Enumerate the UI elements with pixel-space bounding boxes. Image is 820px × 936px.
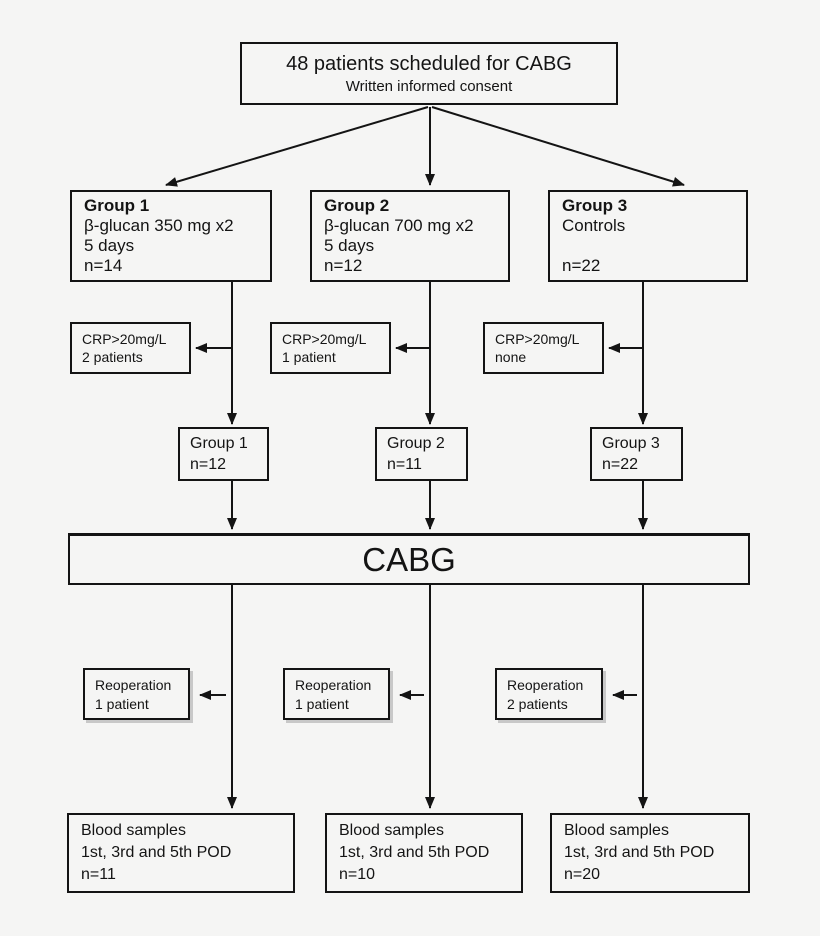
blood-3-label: Blood samples: [564, 822, 669, 839]
crp-3-count: none: [495, 349, 527, 365]
post-group-1-title: Group 1: [190, 435, 248, 452]
cabg-banner: CABG: [68, 533, 750, 585]
group-3-box: Group 3 Controls n=22: [548, 190, 748, 282]
group-2-title: Group 2: [324, 196, 390, 215]
group-2-box: Group 2 β-glucan 700 mg x2 5 days n=12: [310, 190, 510, 282]
crp-2-criterion: CRP>20mg/L: [282, 331, 367, 347]
post-group-1-n: n=12: [190, 456, 227, 473]
blood-1-schedule: 1st, 3rd and 5th POD: [81, 844, 232, 861]
crp-exclusion-box-2: CRP>20mg/L 1 patient: [270, 322, 391, 374]
group-1-dose: β-glucan 350 mg x2: [84, 216, 234, 235]
blood-2-n: n=10: [339, 866, 376, 883]
crp-exclusion-box-3: CRP>20mg/L none: [483, 322, 604, 374]
blood-samples-box-2: Blood samples 1st, 3rd and 5th POD n=10: [325, 813, 523, 893]
group-2-duration: 5 days: [324, 236, 375, 255]
blood-3-n: n=20: [564, 866, 601, 883]
reoperation-box-1: Reoperation 1 patient: [83, 668, 190, 720]
post-group-2-title: Group 2: [387, 435, 445, 452]
group-3-n: n=22: [562, 256, 601, 275]
reoperation-3-label: Reoperation: [507, 677, 584, 693]
cabg-banner-label: CABG: [362, 541, 456, 578]
crp-1-count: 2 patients: [82, 349, 143, 365]
enrollment-title: 48 patients scheduled for CABG: [286, 53, 572, 75]
reoperation-2-label: Reoperation: [295, 677, 372, 693]
post-exclusion-group-1-box: Group 1 n=12: [178, 427, 269, 481]
crp-1-criterion: CRP>20mg/L: [82, 331, 167, 347]
group-3-dose: Controls: [562, 216, 626, 235]
blood-2-label: Blood samples: [339, 822, 444, 839]
post-group-3-n: n=22: [602, 456, 639, 473]
enrollment-subtitle: Written informed consent: [345, 78, 513, 95]
enrollment-box: 48 patients scheduled for CABG Written i…: [240, 42, 618, 105]
reoperation-1-count: 1 patient: [95, 696, 149, 712]
reoperation-1-label: Reoperation: [95, 677, 172, 693]
blood-3-schedule: 1st, 3rd and 5th POD: [564, 844, 715, 861]
group-2-n: n=12: [324, 256, 363, 275]
reoperation-box-3: Reoperation 2 patients: [495, 668, 603, 720]
group-3-title: Group 3: [562, 196, 628, 215]
blood-2-schedule: 1st, 3rd and 5th POD: [339, 844, 490, 861]
blood-samples-box-3: Blood samples 1st, 3rd and 5th POD n=20: [550, 813, 750, 893]
crp-2-count: 1 patient: [282, 349, 336, 365]
blood-1-label: Blood samples: [81, 822, 186, 839]
group-3-duration: [562, 236, 734, 256]
post-group-3-title: Group 3: [602, 435, 660, 452]
blood-1-n: n=11: [81, 866, 116, 883]
post-group-2-n: n=11: [387, 456, 422, 473]
group-2-dose: β-glucan 700 mg x2: [324, 216, 474, 235]
post-exclusion-group-3-box: Group 3 n=22: [590, 427, 683, 481]
group-1-n: n=14: [84, 256, 123, 275]
group-1-duration: 5 days: [84, 236, 135, 255]
group-1-box: Group 1 β-glucan 350 mg x2 5 days n=14: [70, 190, 272, 282]
post-exclusion-group-2-box: Group 2 n=11: [375, 427, 468, 481]
reoperation-2-count: 1 patient: [295, 696, 349, 712]
group-1-title: Group 1: [84, 196, 150, 215]
reoperation-3-count: 2 patients: [507, 696, 568, 712]
reoperation-box-2: Reoperation 1 patient: [283, 668, 390, 720]
crp-3-criterion: CRP>20mg/L: [495, 331, 580, 347]
blood-samples-box-1: Blood samples 1st, 3rd and 5th POD n=11: [67, 813, 295, 893]
crp-exclusion-box-1: CRP>20mg/L 2 patients: [70, 322, 191, 374]
